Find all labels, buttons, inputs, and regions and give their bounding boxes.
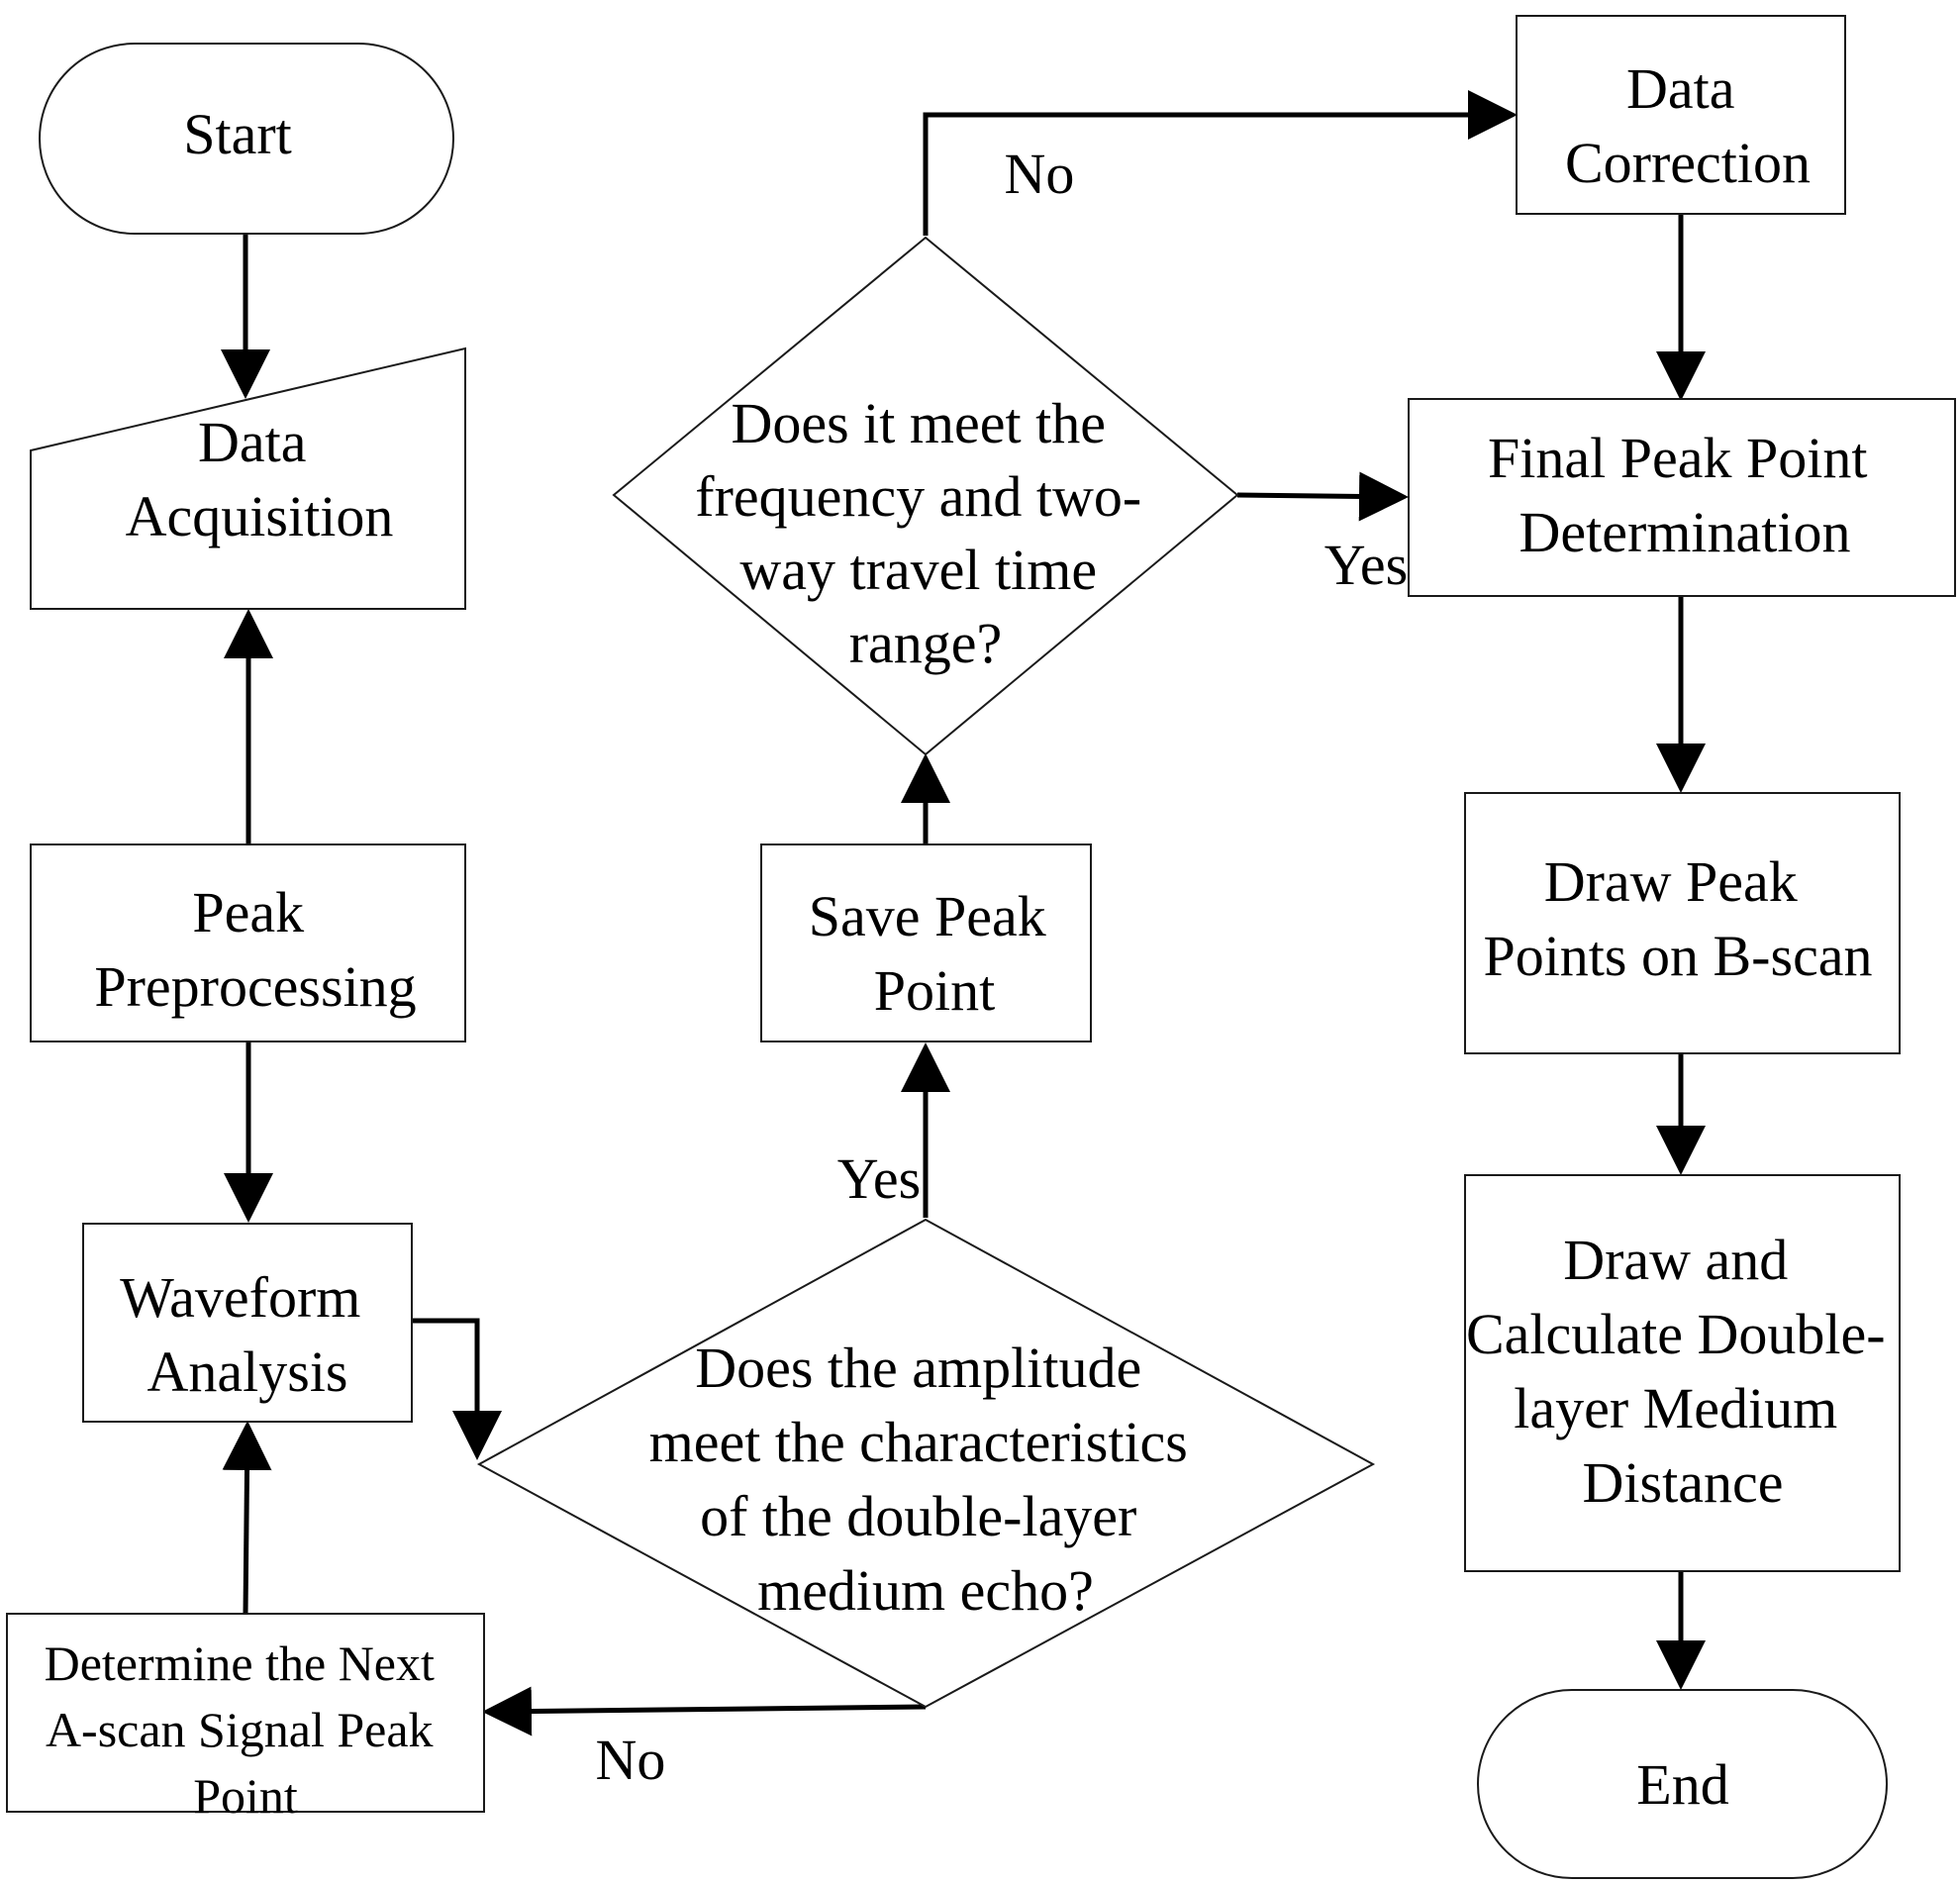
end-terminator [1477, 1689, 1888, 1879]
peak-preprocessing-label: Peak Preprocessing [94, 880, 416, 1019]
frequency-yes-label: Yes [1324, 533, 1408, 597]
end-node: End [1477, 1689, 1888, 1879]
amplitude-decision-node: Does the amplitude meet the characterist… [476, 1218, 1376, 1709]
data-correction-node: Data Correction [1516, 15, 1846, 215]
final-peak-determination-box [1408, 398, 1956, 597]
data-acquisition-label: Data Acquisition [126, 410, 394, 548]
draw-calculate-label: Draw and Calculate Double- layer Medium … [1466, 1228, 1900, 1515]
draw-peak-points-label: Draw Peak Points on B-scan [1483, 849, 1872, 988]
peak-preprocessing-node: Peak Preprocessing [30, 843, 466, 1042]
save-peak-point-box [760, 843, 1092, 1042]
end-label: End [1636, 1752, 1728, 1817]
determine-next-box [6, 1613, 485, 1813]
edge-amplitude-no-to-determine [482, 1686, 927, 1736]
frequency-decision-label: Does it meet the frequency and two- way … [695, 391, 1155, 675]
waveform-analysis-label: Waveform Analysis [120, 1265, 375, 1404]
start-label: Start [183, 102, 292, 166]
edge-determine-to-waveform [222, 1421, 272, 1615]
data-correction-label: Data Correction [1565, 56, 1811, 195]
peak-preprocessing-box [30, 843, 466, 1042]
amplitude-yes-label: Yes [837, 1146, 921, 1211]
amplitude-no-label: No [596, 1728, 666, 1792]
start-terminator [39, 43, 454, 235]
amplitude-decision-label: Does the amplitude meet the characterist… [649, 1336, 1203, 1623]
save-peak-point-node: Save Peak Point [760, 843, 1092, 1042]
edge-labels: No Yes Yes No [596, 142, 1409, 1792]
waveform-analysis-box [82, 1223, 413, 1423]
frequency-decision-diamond [612, 236, 1239, 756]
draw-peak-points-box [1464, 792, 1901, 1054]
amplitude-decision-diamond [476, 1218, 1376, 1709]
final-peak-determination-label: Final Peak Point Determination [1488, 426, 1882, 564]
determine-next-node: Determine the Next A-scan Signal Peak Po… [6, 1613, 485, 1824]
frequency-no-label: No [1005, 142, 1075, 206]
start-node: Start [39, 43, 454, 235]
data-acquisition-node: Data Acquisition [30, 347, 466, 610]
edge-frequency-yes-to-final [1236, 471, 1409, 522]
draw-calculate-node: Draw and Calculate Double- layer Medium … [1464, 1174, 1901, 1572]
save-peak-point-label: Save Peak Point [809, 884, 1061, 1023]
edge-frequency-no-to-correction [923, 90, 1518, 236]
draw-calculate-box [1464, 1174, 1901, 1572]
waveform-analysis-node: Waveform Analysis [82, 1223, 413, 1423]
edge-waveform-to-amplitude-decision [412, 1318, 502, 1460]
draw-peak-points-node: Draw Peak Points on B-scan [1464, 792, 1901, 1054]
data-acquisition-manual-input [30, 347, 466, 610]
final-peak-determination-node: Final Peak Point Determination [1408, 398, 1956, 597]
edges [221, 90, 1706, 1736]
data-correction-box [1516, 15, 1846, 215]
frequency-decision-node: Does it meet the frequency and two- way … [612, 236, 1239, 756]
determine-next-label: Determine the Next A-scan Signal Peak Po… [45, 1636, 447, 1824]
